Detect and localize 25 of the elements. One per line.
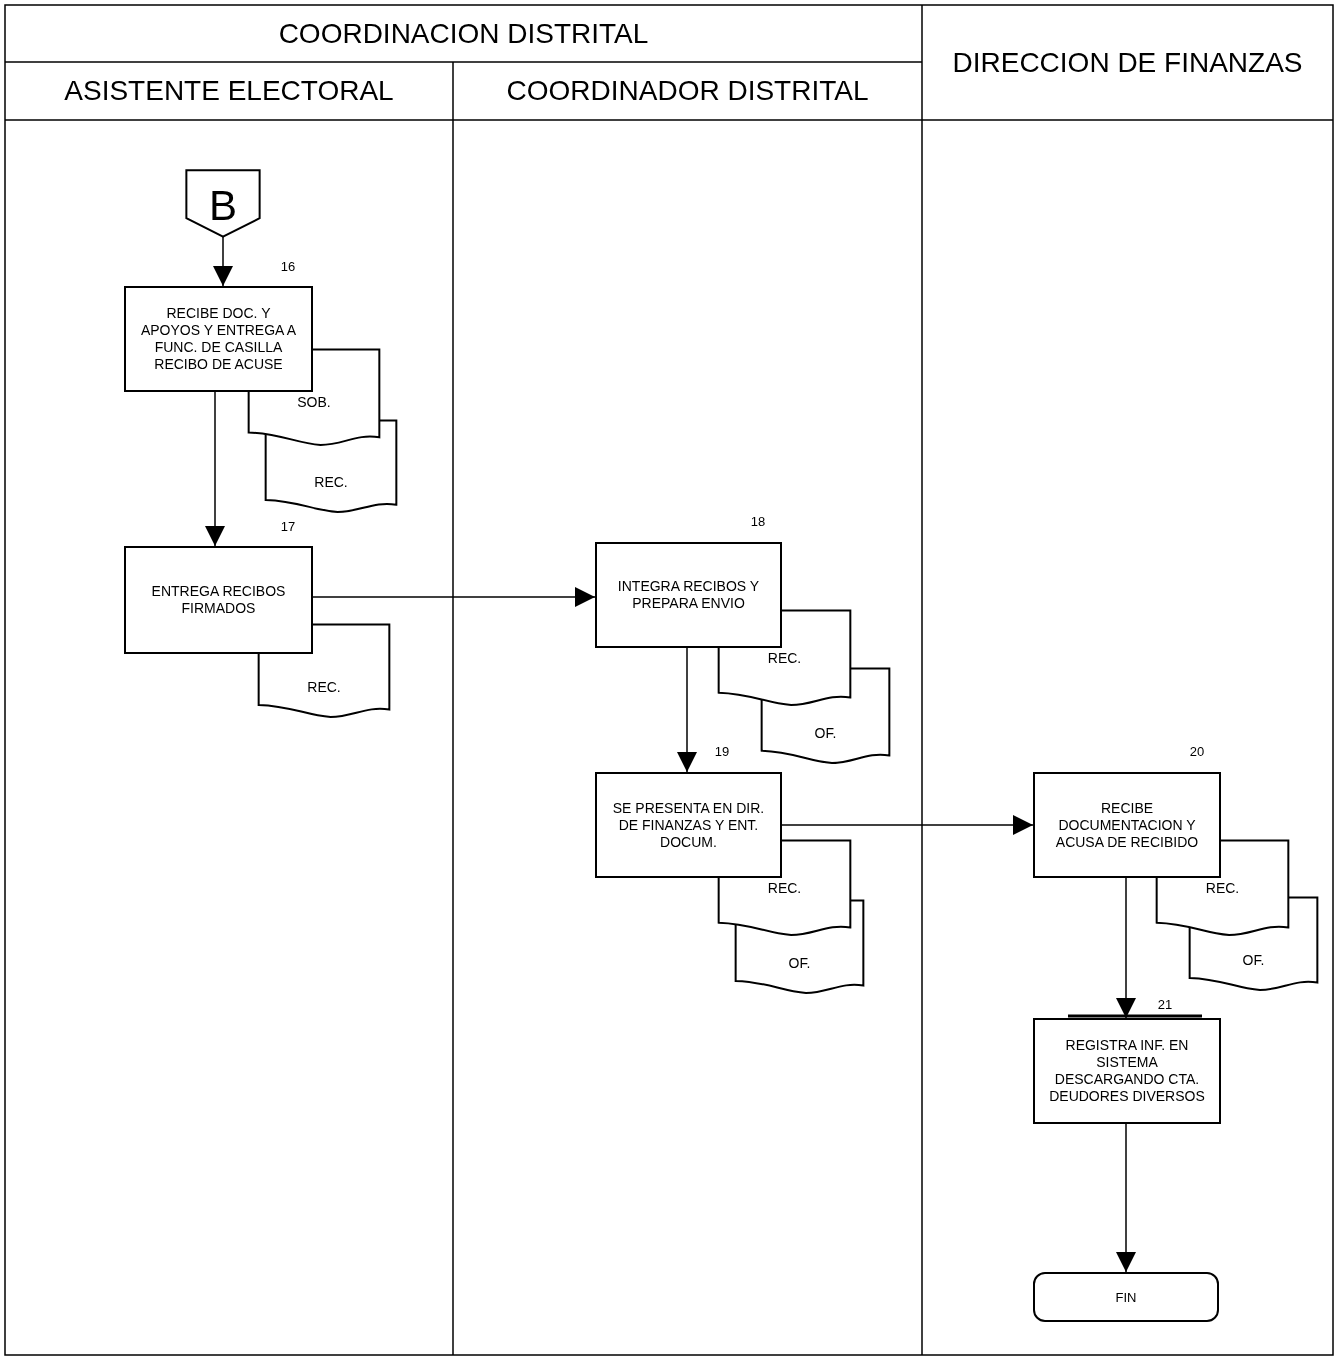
offpage-connector: B xyxy=(186,170,260,237)
process-box: REGISTRA INF. EN SISTEMA DESCARGANDO CTA. DEUDORES DIVERSOS xyxy=(1033,1018,1221,1124)
process-box: RECIBE DOCUMENTACION Y ACUSA DE RECIBIDO xyxy=(1033,772,1221,878)
step-number: 19 xyxy=(714,743,730,759)
process-box: ENTREGA RECIBOS FIRMADOS xyxy=(124,546,313,654)
lane-header: DIRECCION DE FINANZAS xyxy=(922,5,1333,120)
step-number: 18 xyxy=(750,513,766,529)
arrow xyxy=(1116,877,1136,1019)
arrow xyxy=(781,815,1034,835)
arrow xyxy=(1116,1123,1136,1273)
arrow xyxy=(213,236,233,287)
lane-header: COORDINACION DISTRITAL xyxy=(5,5,922,62)
step-number: 21 xyxy=(1157,996,1173,1012)
terminator: FIN xyxy=(1033,1272,1219,1322)
process-box: INTEGRA RECIBOS Y PREPARA ENVIO xyxy=(595,542,782,648)
arrow xyxy=(312,587,596,607)
lane-header: COORDINADOR DISTRITAL xyxy=(453,62,922,120)
step-number: 17 xyxy=(280,518,296,534)
process-box: RECIBE DOC. Y APOYOS Y ENTREGA A FUNC. DE CASILLA RECIBO DE ACUSE xyxy=(124,286,313,392)
step-number: 16 xyxy=(280,258,296,274)
step-number: 20 xyxy=(1189,743,1205,759)
process-box: SE PRESENTA EN DIR. DE FINANZAS Y ENT. DOCUM. xyxy=(595,772,782,878)
arrow xyxy=(205,391,225,547)
arrow xyxy=(677,647,697,773)
lane-header: ASISTENTE ELECTORAL xyxy=(5,62,453,120)
